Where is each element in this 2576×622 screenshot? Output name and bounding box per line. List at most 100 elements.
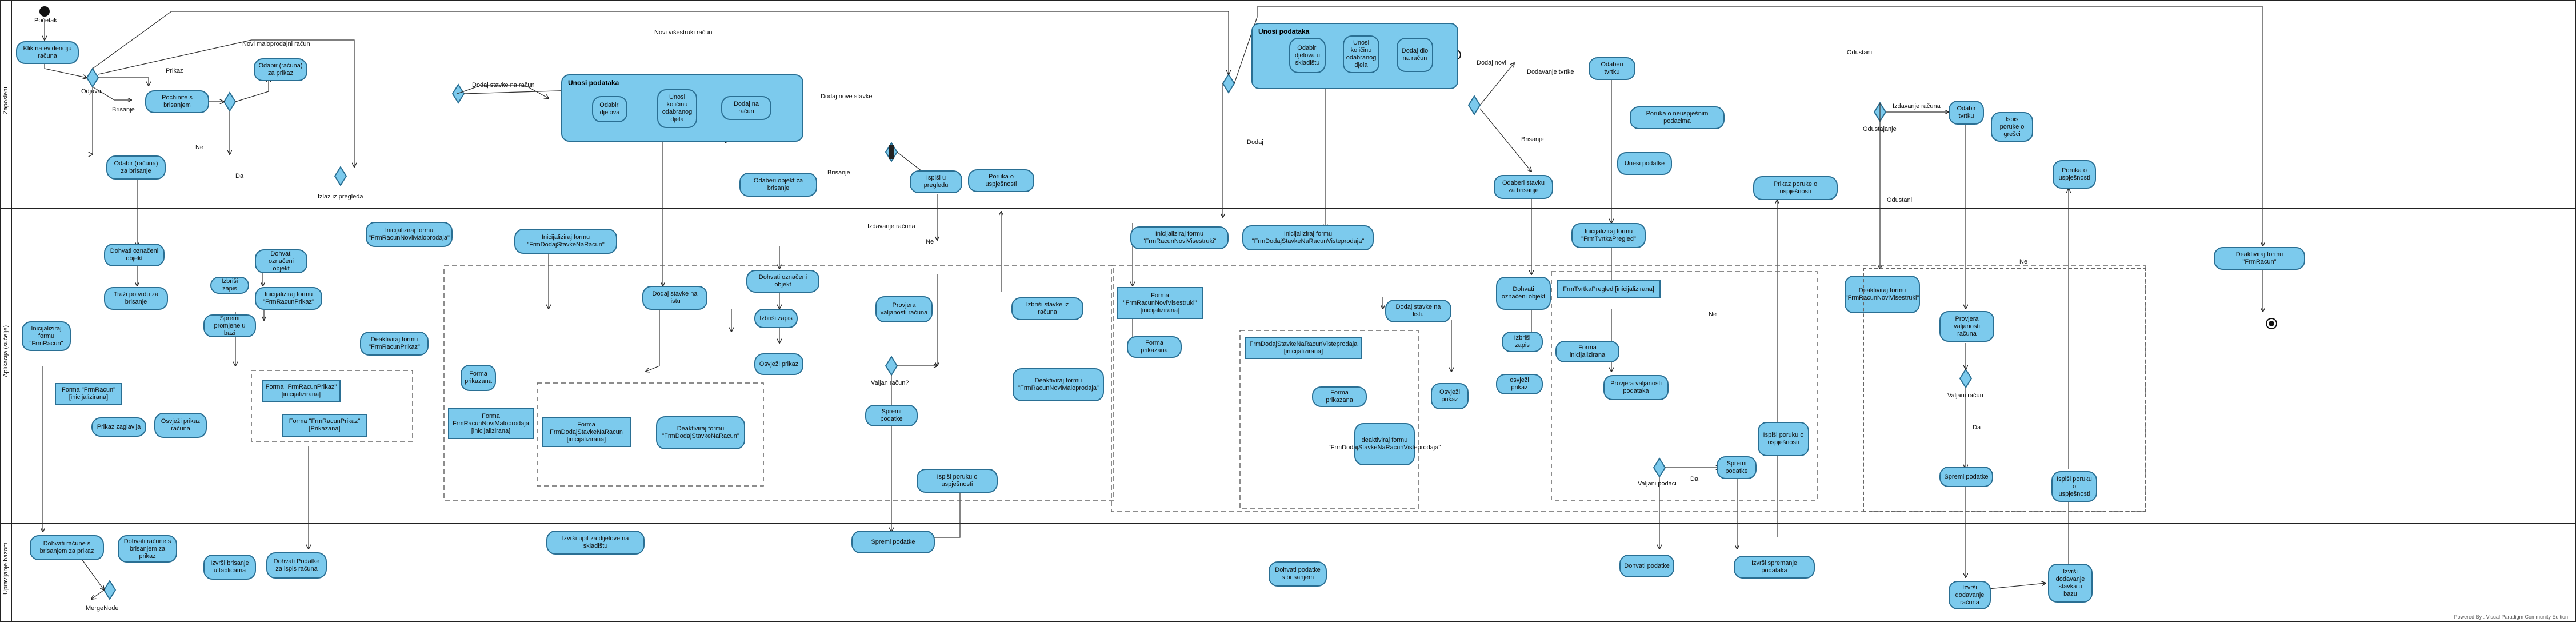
action-node[interactable]: Dohvati označeni objekt [104,244,165,266]
edge-label: Odustajanje [1863,126,1897,133]
action-node[interactable]: Provjera valjanosti računa [1939,311,1994,342]
action-node[interactable]: Provjera valjanosti podataka [1603,375,1669,400]
sub-action[interactable]: Odabiri djelova u skladištu [1289,38,1326,73]
action-node[interactable]: Dohvati označeni objekt [255,249,307,273]
action-node[interactable]: Deaktiviraj formu "FrmDodajStavkeNaRacun… [656,416,745,449]
action-node[interactable]: Osvježi prikaz [1431,383,1469,409]
edge-label: Izdavanje računa [867,223,915,230]
action-node[interactable]: Deaktiviraj formu "FrmRacunNoviMaloproda… [1013,368,1104,401]
action-node[interactable]: Inicijaliziraj formu "FrmTvrtkaPregled" [1571,223,1646,248]
sub-action[interactable]: Odabiri djelova [592,96,627,122]
action-node[interactable]: Dohvati Podatke za ispis računa [266,552,327,579]
action-node[interactable]: Izbriši zapis [210,277,249,294]
action-node[interactable]: Pochinite s brisanjem [145,90,209,113]
lane-title: Zaposleni [2,87,9,114]
action-node[interactable]: Prikaz zaglavlja [91,417,146,437]
sub-action[interactable]: Unosi količinu odabranog djela [1343,35,1379,73]
action-node[interactable]: Spremi podatke [865,405,918,426]
action-node[interactable]: Spremi podatke [1939,466,1993,487]
action-node[interactable]: Inicijaliziraj formu "FrmRacunNoviVisest… [1130,226,1229,249]
action-node[interactable]: Forma prikazana [1127,336,1182,358]
action-node[interactable]: Spremi promjene u bazi [203,314,256,337]
edge-label: Dodaj novi [1477,59,1506,66]
action-node[interactable]: Forma prikazana [461,365,496,391]
edge-label: Da [1690,476,1699,483]
action-node[interactable]: Osvježi prikaz [754,353,803,375]
action-node[interactable]: Odabir (računa) za prikaz [254,58,307,81]
action-node[interactable]: Forma inicijalizirana [1555,341,1619,362]
action-node[interactable]: Unesi podatke [1617,152,1672,175]
action-node[interactable]: Izbriši zapis [754,309,798,328]
action-node[interactable]: Prikaz poruke o uspješnosti [1753,176,1838,200]
action-node[interactable]: Deaktiviraj formu "FrmRacunNoviVisestruk… [1845,276,1920,313]
sub-action[interactable]: Unosi količinu odabranog djela [657,89,697,128]
action-node[interactable]: Inicijaliziraj formu "FrmRacunPrikaz" [255,287,322,310]
action-node[interactable]: Osvježi prikaz računa [154,413,207,438]
action-node[interactable]: Dohvati podatke s brisanjem [1269,561,1327,587]
action-node[interactable]: Ispiši poruku o uspješnosti [2051,471,2097,502]
object-node: Forma "FrmRacun" [inicijalizirana] [55,383,122,405]
action-node[interactable]: Inicijaliziraj formu "FrmDodajStavkeNaRa… [1242,225,1374,250]
edge-label: Valjan račun? [871,380,909,386]
edge-label: Ne [2019,258,2028,265]
footer-credit: Powered By : Visual Paradigm Community E… [2454,614,2568,620]
action-node[interactable]: Ispis poruke o grešci [1991,112,2033,142]
action-node[interactable]: Izbriši zapis [1502,332,1543,352]
action-node[interactable]: Forma prikazana [1312,386,1367,407]
action-node[interactable]: Izvrši brisanje u tablicama [203,555,256,580]
action-node[interactable]: Izvrši dodavanje stavka u bazu [2048,564,2093,603]
action-node[interactable]: Dodaj stavke na listu [1385,300,1451,322]
action-node[interactable]: Odabir tvrtku [1949,101,1984,125]
action-node[interactable]: Odabir (računa) za brisanje [106,156,166,180]
decision-diamond [1653,457,1666,478]
edge-label: Dodaj nove stavke [821,93,873,100]
action-node[interactable]: Dohvati podatke [1619,555,1674,577]
action-node[interactable]: Poruka o uspješnosti [2053,160,2096,189]
action-node[interactable]: Odaberi objekt za brisanje [739,173,817,197]
subprocess-title: Unosi podataka [568,79,619,87]
edge-label: Ne [926,238,934,245]
action-node[interactable]: deaktiviraj formu "FrmDodajStavkeNaRacun… [1329,423,1441,465]
decision-diamond [885,356,898,376]
action-node[interactable]: Deaktiviraj formu "FrmRacun" [2214,247,2305,270]
sub-action[interactable]: Dodaj na račun [721,96,771,120]
action-node[interactable]: Odaberi stavku za brisanje [1494,175,1553,199]
action-node[interactable]: Dohvati označeni objekt [746,270,819,293]
edge-label: Dodaj stavke na račun [472,82,535,89]
object-node: Forma FrmRacunNoviMaloprodaja [inicijali… [448,408,534,439]
action-node[interactable]: Inicijaliziraj formu "FrmRacun" [22,321,71,351]
action-node[interactable]: Ispiši poruku o uspješnosti [1758,422,1809,456]
action-node[interactable]: Traži potvrdu za brisanje [104,287,168,310]
action-node[interactable]: Spremi podatke [851,531,935,553]
action-node[interactable]: Izvrši upit za dijelove na skladištu [546,531,645,555]
action-node[interactable]: Klik na evidenciju računa [16,41,79,64]
action-node[interactable]: Poruka o neuspješnim podacima [1630,106,1725,129]
lane-title: Aplikacija (sučelje) [2,325,9,377]
action-node[interactable]: Ispiši u pregledu [910,170,962,193]
action-node[interactable]: Dohvati označeni objekt [1496,277,1551,310]
action-node[interactable]: Deaktiviraj formu "FrmRacunPrikaz" [360,332,429,356]
action-node[interactable]: Spremi podatke [1717,456,1757,479]
sub-action[interactable]: Dodaj dio na račun [1397,38,1433,72]
object-node: Forma "FrmRacunNoviVisestruki" [inicijal… [1117,287,1203,319]
action-node[interactable]: Provjera valjanosti računa [875,296,933,322]
decision-diamond [103,580,117,600]
edge-label: Dodavanje tvrtke [1527,69,1574,75]
action-node[interactable]: Ispiši poruku o uspješnosti [917,469,998,493]
action-node[interactable]: Odaberi tvrtku [1589,57,1635,80]
fork-bar [889,145,894,159]
edge-label: Odjava [81,88,101,95]
action-node[interactable]: Poruka o uspješnosti [968,169,1034,192]
edge-label: Brisanje [1521,136,1544,143]
action-node[interactable]: Dodaj stavke na listu [642,286,707,310]
action-node[interactable]: Inicijaliziraj formu "FrmDodajStavkeNaRa… [514,229,617,254]
action-node[interactable]: Inicijaliziraj formu "FrmRacunNoviMalopr… [366,222,453,247]
action-node[interactable]: Izbriši stavke iz računa [1011,297,1083,320]
action-node[interactable]: Dohvati račune s brisanjem za prikaz [30,535,104,560]
action-node[interactable]: osvježi prikaz [1496,374,1543,394]
edge-label: Odustani [1887,197,1913,204]
start-node [39,6,50,17]
action-node[interactable]: Izvrši dodavanje računa [1949,581,1991,609]
action-node[interactable]: Izvrši spremanje podataka [1734,556,1815,579]
action-node[interactable]: Dohvati račune s brisanjem za prikaz [118,535,177,563]
